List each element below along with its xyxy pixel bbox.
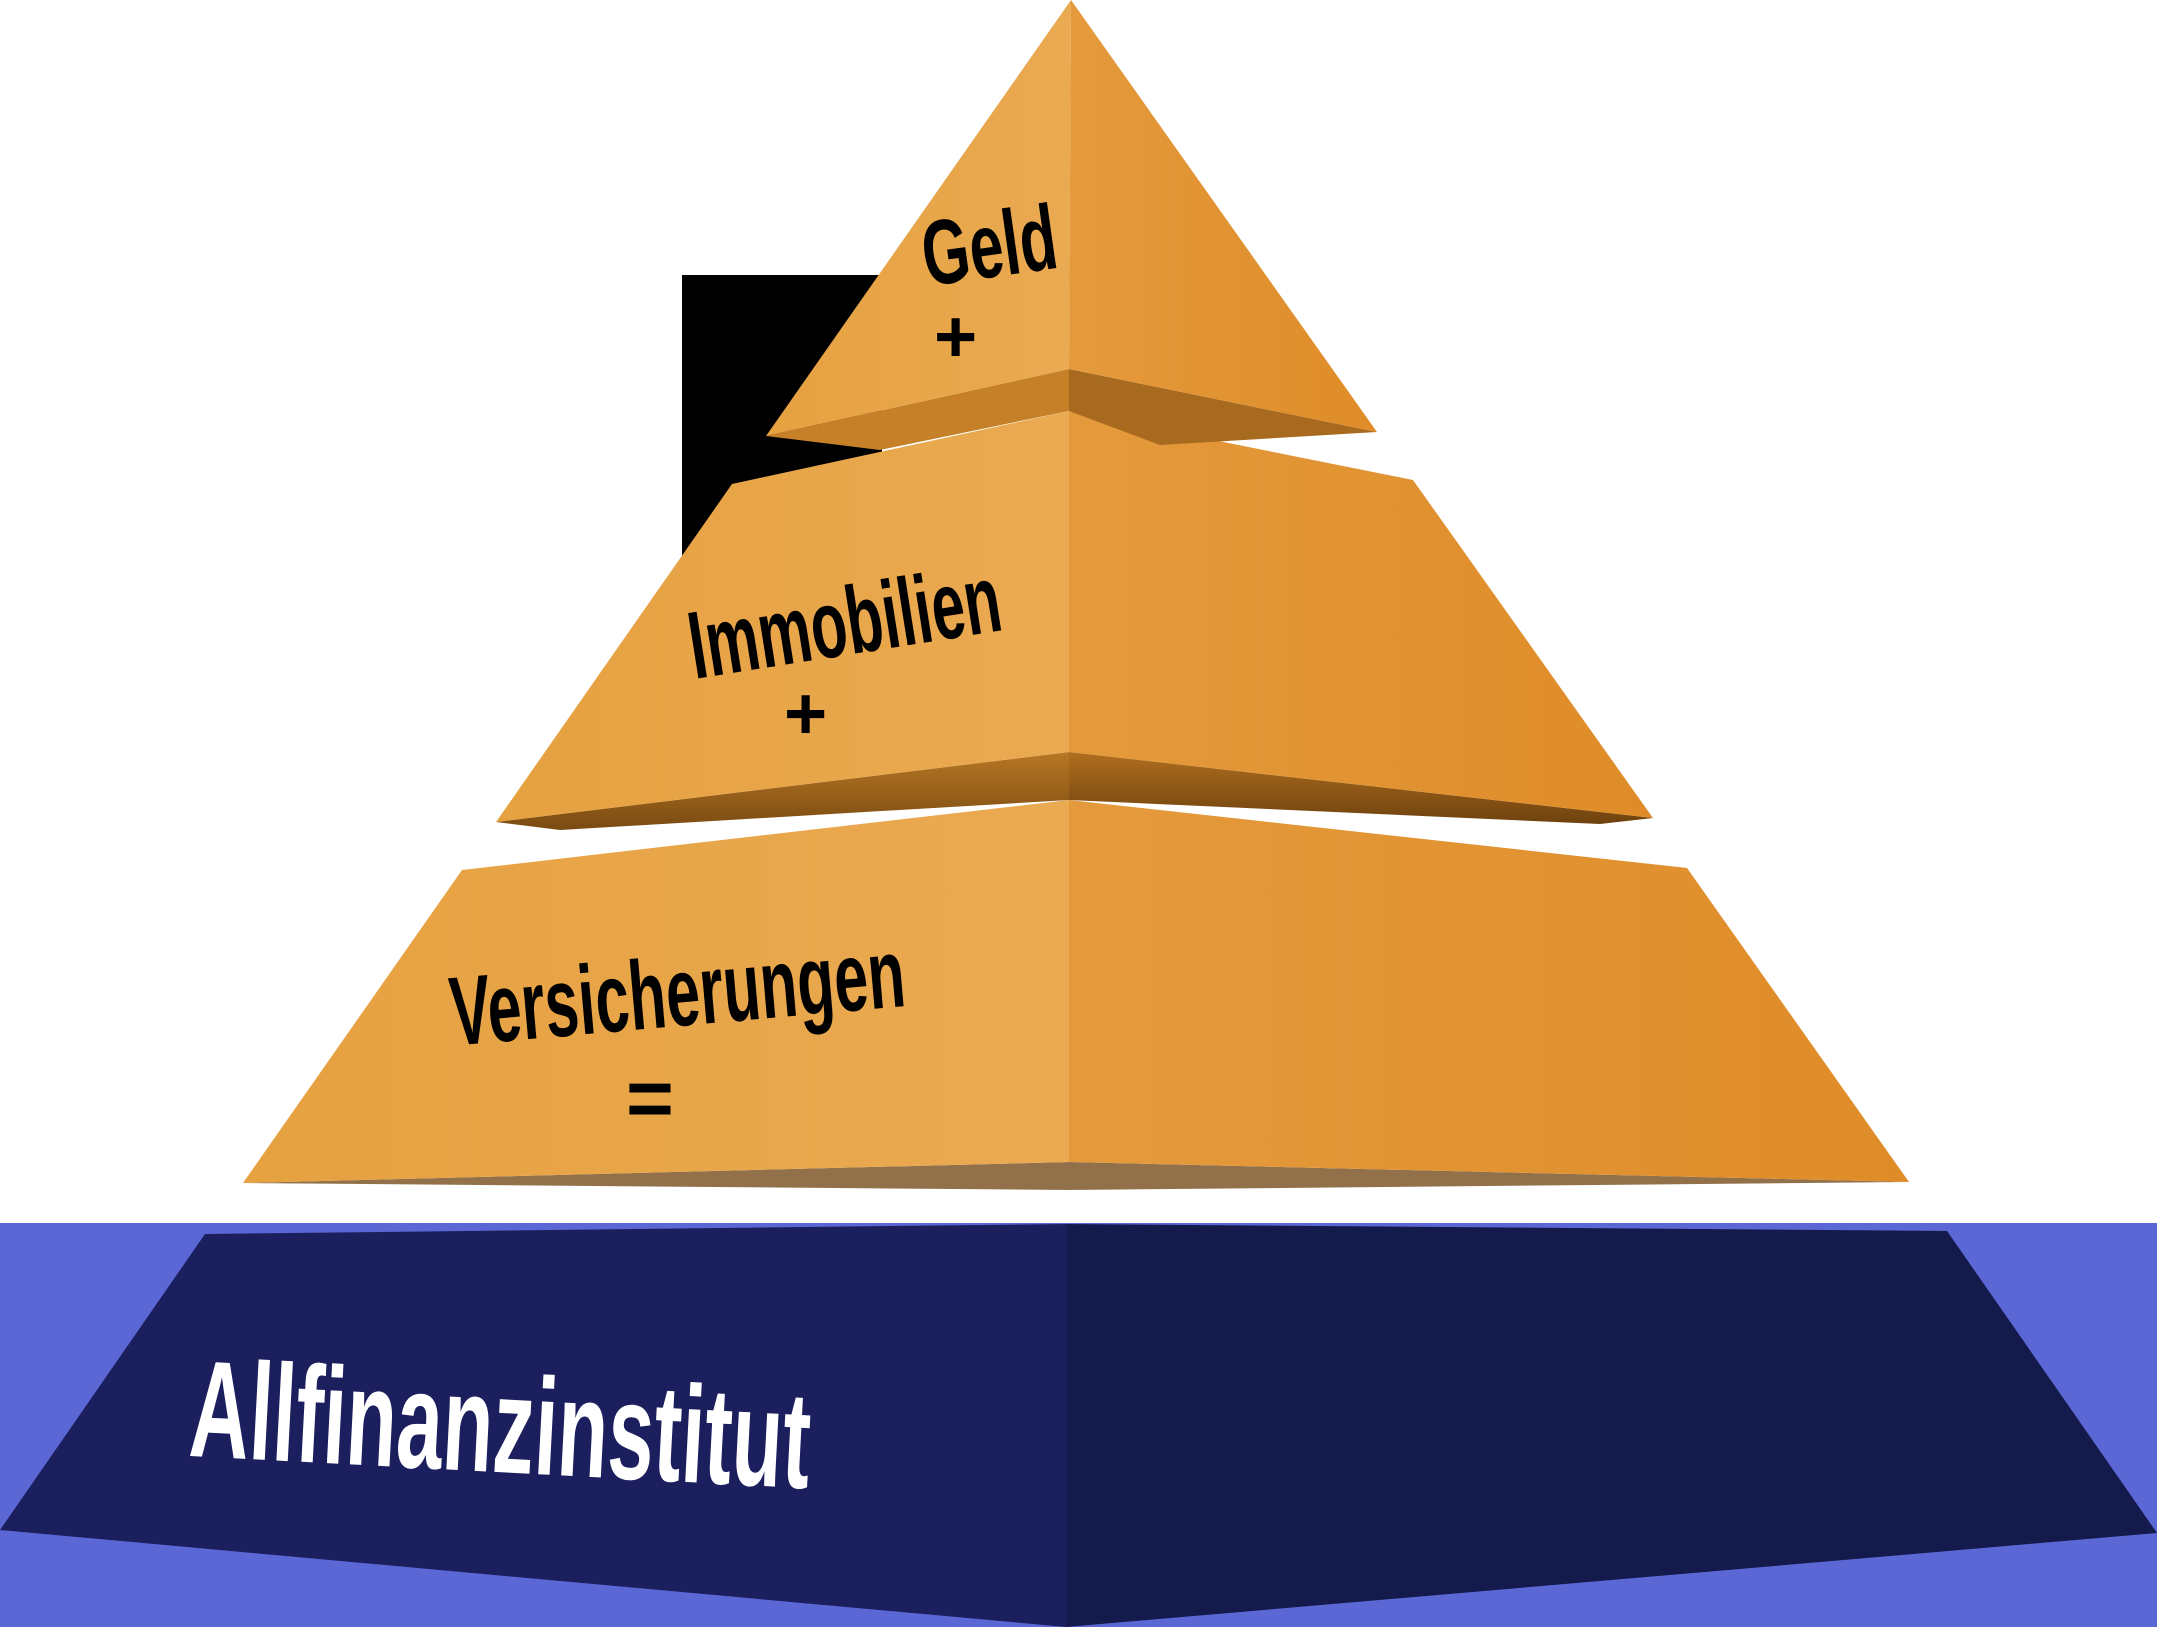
tier-top-right-face	[1069, 0, 1377, 432]
tier-bottom-right-face	[1069, 800, 1909, 1182]
tier-top-band-left	[766, 369, 1069, 450]
tier-middle-right-face	[1069, 411, 1653, 818]
tier-middle-left-face	[496, 411, 1069, 822]
tier-middle-band-right	[1069, 752, 1653, 824]
base-right-face	[1066, 1224, 2157, 1627]
tier-top-operator-plus: +	[934, 295, 978, 378]
tier-middle-band-left	[496, 752, 1069, 830]
tier-top-left-face	[766, 0, 1071, 436]
tier-bottom-operator-equals: =	[626, 1053, 674, 1144]
tier-bottom-shadow	[243, 1162, 1909, 1190]
tier-top-band-right	[1069, 369, 1377, 445]
tier-bottom-left-face	[243, 800, 1069, 1183]
base-left-face	[0, 1224, 1066, 1627]
tier-middle-operator-plus: +	[784, 672, 828, 755]
